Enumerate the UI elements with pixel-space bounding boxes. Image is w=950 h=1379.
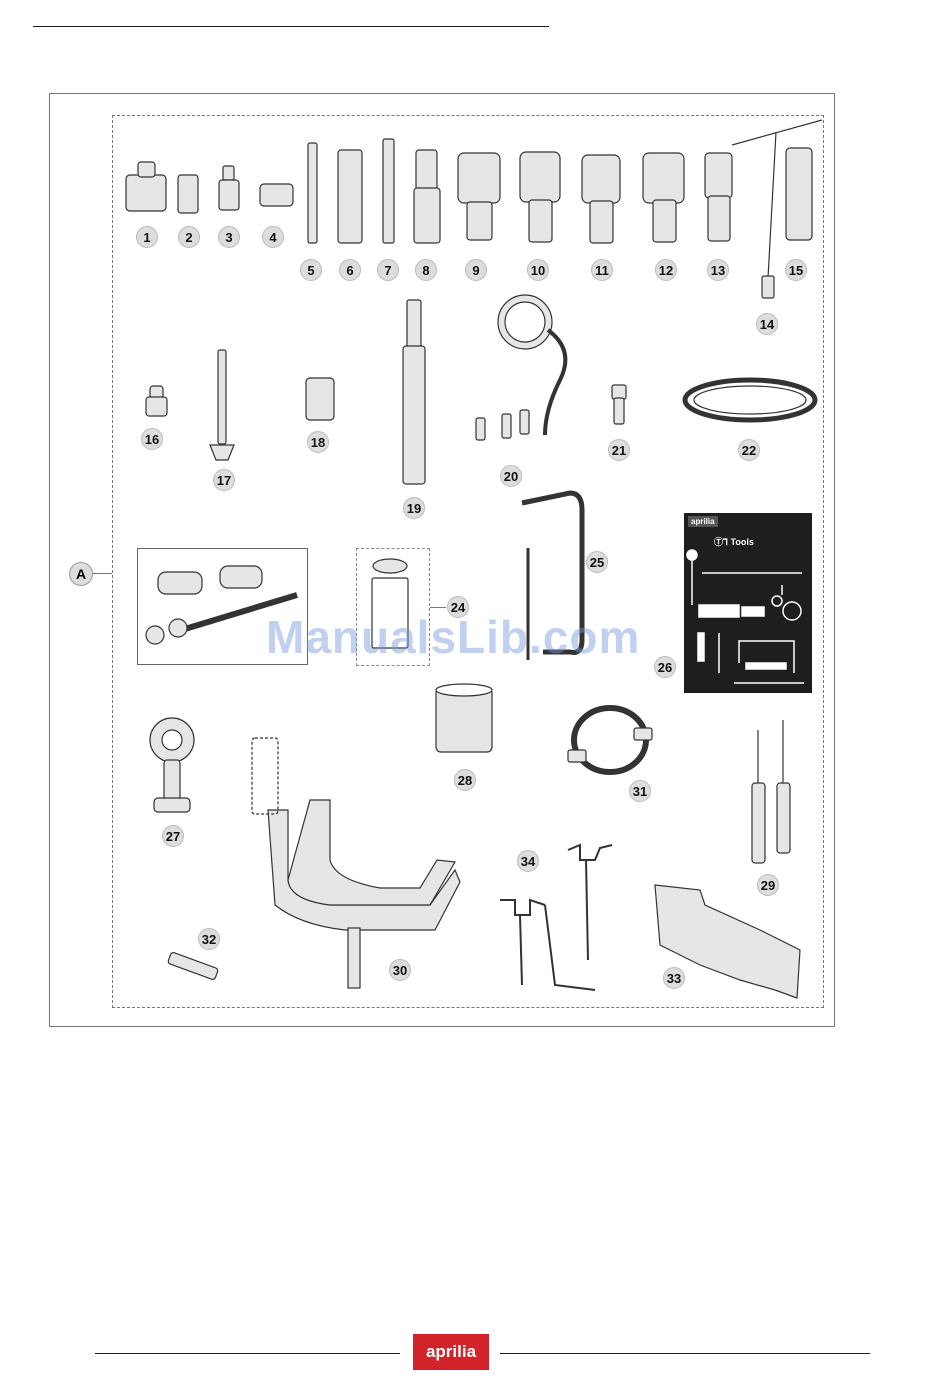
footer-rule-right xyxy=(500,1353,870,1354)
callout-12: 12 xyxy=(655,259,677,281)
callout-7: 7 xyxy=(377,259,399,281)
callout-5: 5 xyxy=(300,259,322,281)
callout-14: 14 xyxy=(756,313,778,335)
callout-15: 15 xyxy=(785,259,807,281)
callout-32: 32 xyxy=(198,928,220,950)
callout-9: 9 xyxy=(465,259,487,281)
brand-logo: aprilia xyxy=(413,1334,489,1370)
callout-28: 28 xyxy=(454,769,476,791)
callout-30: 30 xyxy=(389,959,411,981)
callout-22: 22 xyxy=(738,439,760,461)
callout-27: 27 xyxy=(162,825,184,847)
callout-20: 20 xyxy=(500,465,522,487)
watermark: ManualsLib.com xyxy=(266,610,640,664)
callout-10: 10 xyxy=(527,259,549,281)
callout-4: 4 xyxy=(262,226,284,248)
kit-drawing xyxy=(684,513,812,693)
callout-26: 26 xyxy=(654,656,676,678)
callout-11: 11 xyxy=(591,259,613,281)
callout-3: 3 xyxy=(218,226,240,248)
callout-1: 1 xyxy=(136,226,158,248)
footer-rule-left xyxy=(95,1353,400,1354)
callout-34: 34 xyxy=(517,850,539,872)
callout-19: 19 xyxy=(403,497,425,519)
callout-33: 33 xyxy=(663,967,685,989)
callout-21: 21 xyxy=(608,439,630,461)
callout-29: 29 xyxy=(757,874,779,896)
callout-13: 13 xyxy=(707,259,729,281)
callout-17: 17 xyxy=(213,469,235,491)
callout-16: 16 xyxy=(141,428,163,450)
callout-25: 25 xyxy=(586,551,608,573)
tool-24-leader xyxy=(430,607,446,608)
callout-8: 8 xyxy=(415,259,437,281)
callout-6: 6 xyxy=(339,259,361,281)
callout-2: 2 xyxy=(178,226,200,248)
tool-kit-panel: aprilia Ⓣ⅂ Tools xyxy=(684,513,812,693)
callout-18: 18 xyxy=(307,431,329,453)
callout-31: 31 xyxy=(629,780,651,802)
